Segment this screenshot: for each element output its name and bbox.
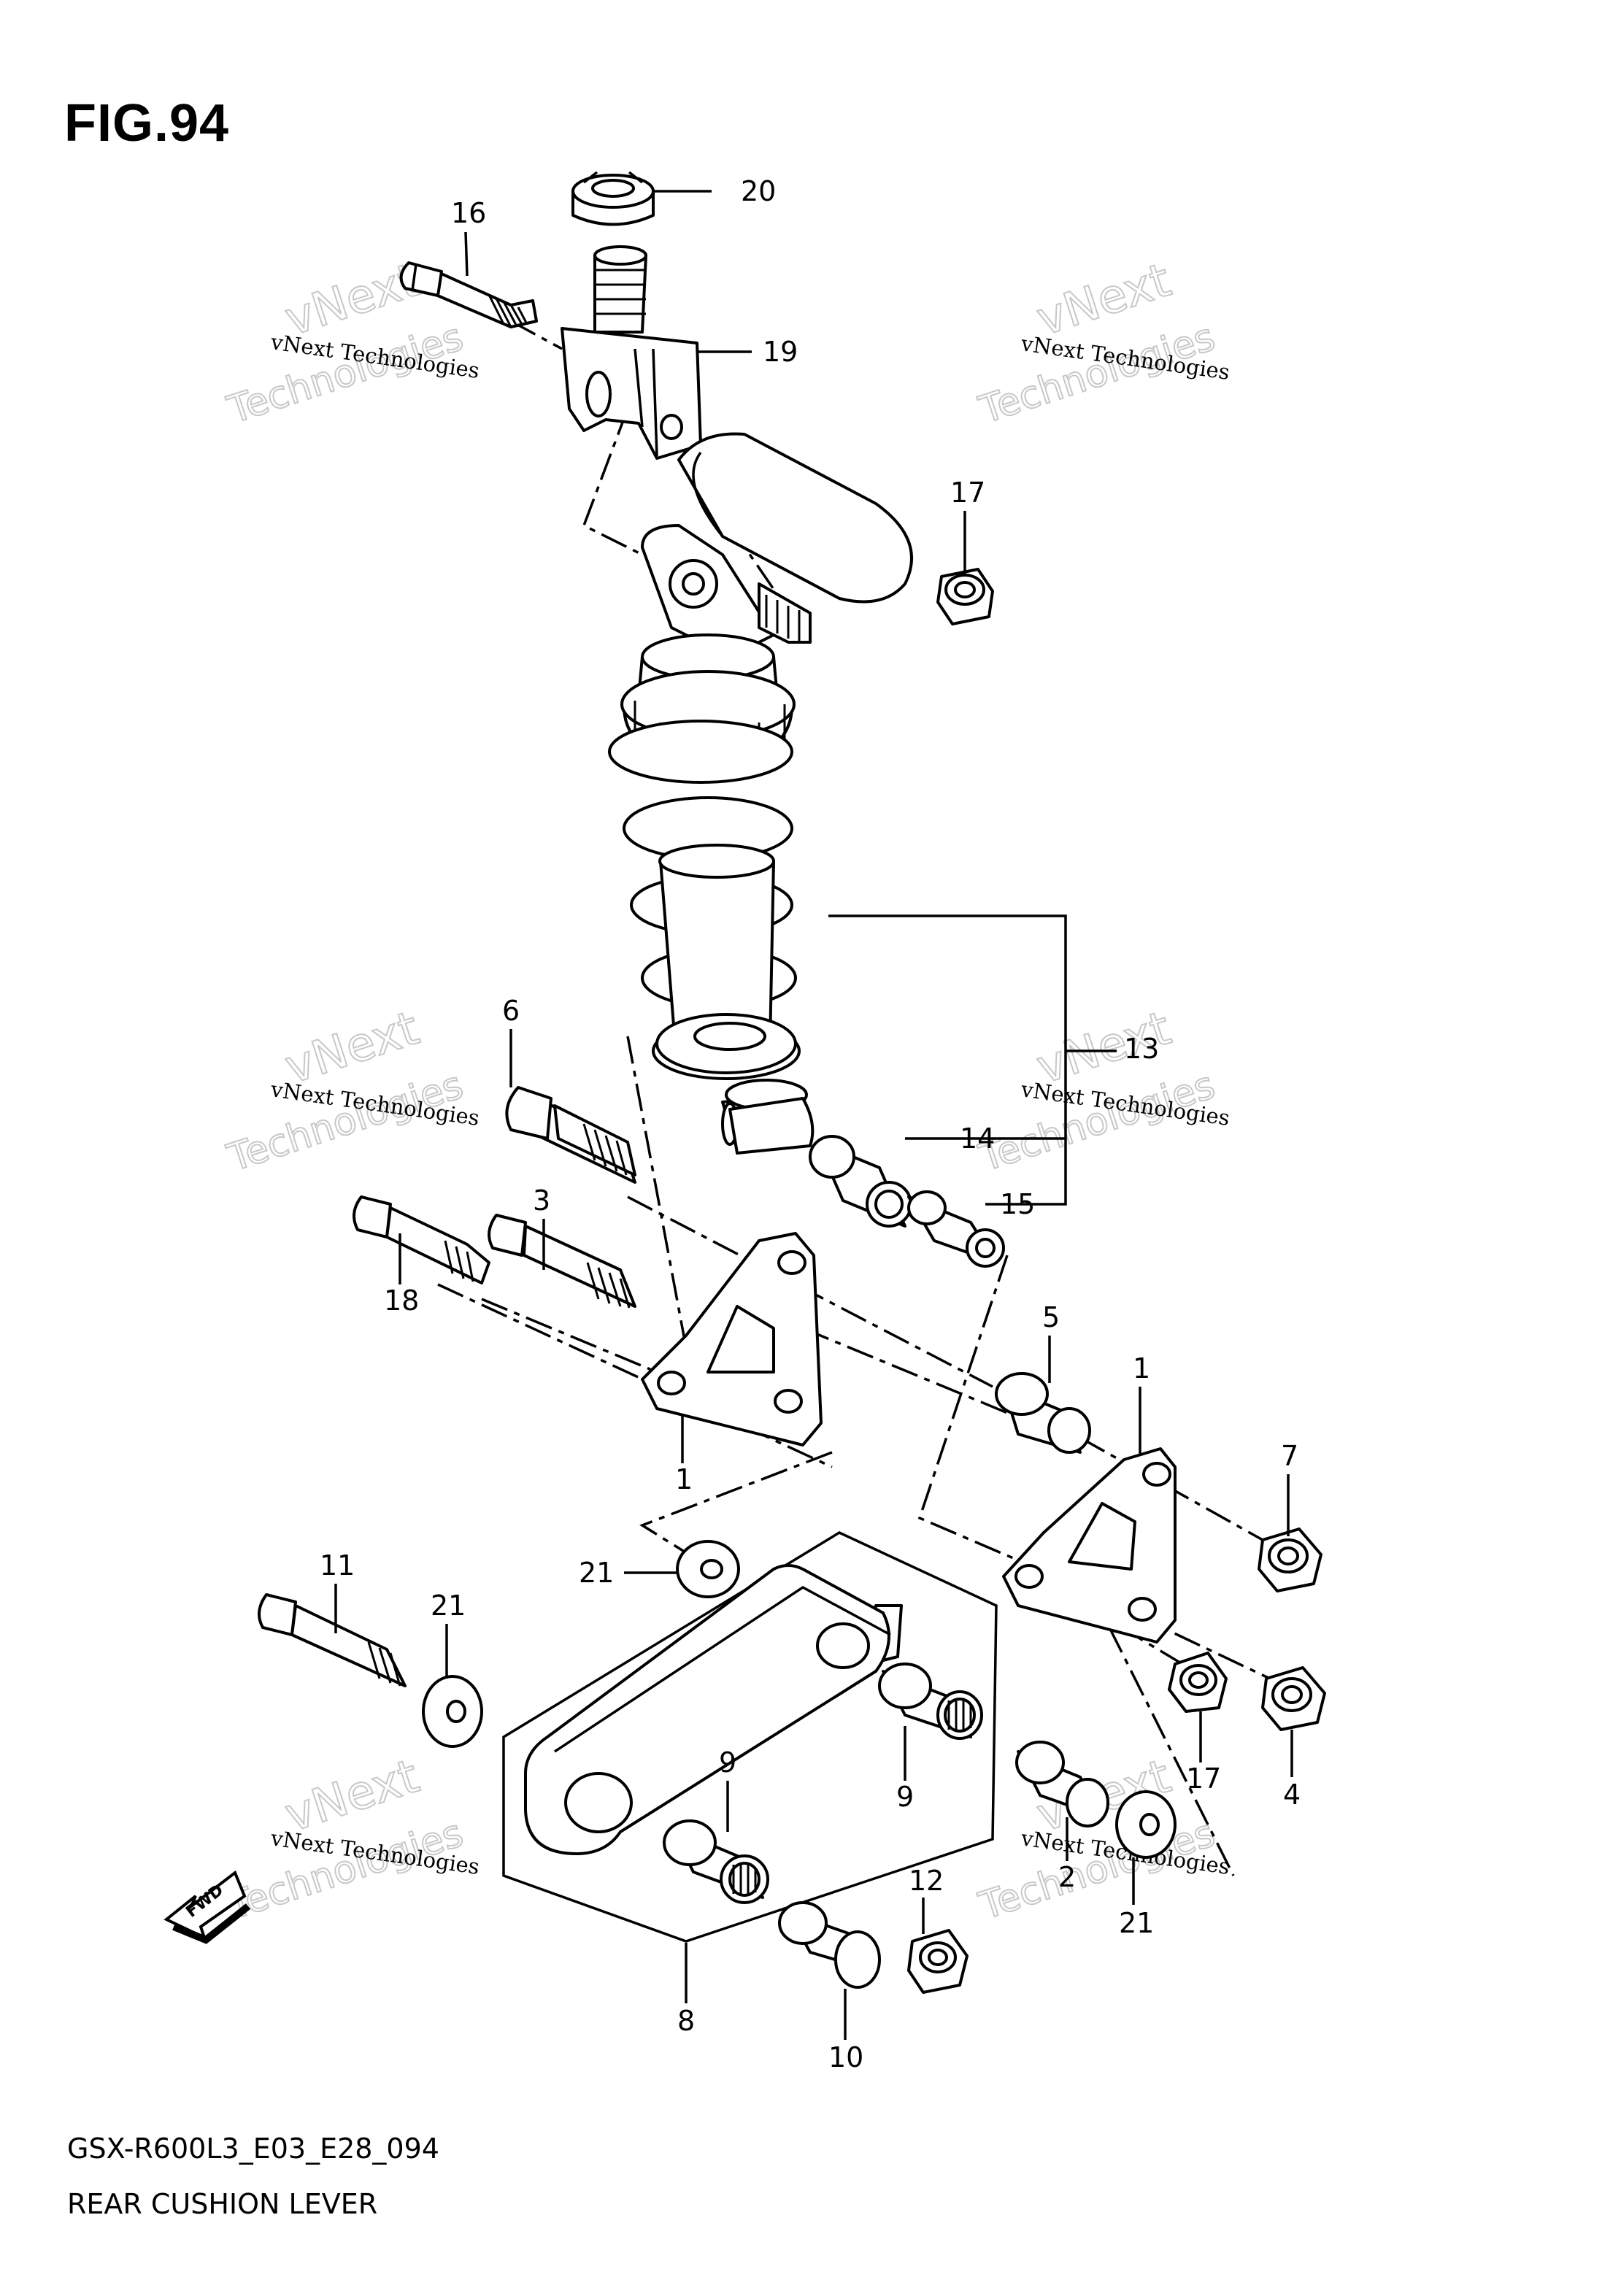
part-10-collar bbox=[778, 1901, 881, 1989]
callout-16: 16 bbox=[451, 197, 486, 229]
part-20-cap bbox=[571, 171, 655, 226]
callout-9-left: 9 bbox=[719, 1746, 736, 1779]
part-21-washer-right bbox=[1115, 1790, 1177, 1859]
callout-9-right: 9 bbox=[896, 1781, 914, 1813]
callout-2: 2 bbox=[1058, 1861, 1076, 1893]
part-14-collar bbox=[809, 1135, 912, 1228]
callout-19: 19 bbox=[763, 336, 798, 368]
callout-1-right: 1 bbox=[1133, 1352, 1150, 1384]
diagram-name: REAR CUSHION LEVER bbox=[67, 2188, 378, 2220]
callout-17-lower: 17 bbox=[1186, 1763, 1221, 1795]
part-1-plate-left bbox=[641, 1232, 823, 1446]
part-19-bracket bbox=[561, 245, 702, 460]
watermark-mid-right: vNext Technologies vNext Technologies bbox=[974, 1001, 1232, 1182]
centerline-collar5 bbox=[802, 1327, 1015, 1417]
centerline-bracket bbox=[582, 408, 643, 556]
part-6-bolt bbox=[505, 1086, 636, 1184]
part-12-nut bbox=[907, 1929, 969, 1994]
centerline-bolt3 bbox=[481, 1298, 658, 1374]
part-9-bearing-upper bbox=[878, 1663, 983, 1740]
watermark-bottom-left: vNext Technologies vNext Technologies bbox=[222, 1749, 482, 1930]
part-15-collar bbox=[907, 1190, 1005, 1268]
callout-3: 3 bbox=[533, 1184, 550, 1217]
part-5-collar bbox=[995, 1372, 1091, 1454]
part-2-collar bbox=[1015, 1741, 1109, 1827]
callout-8: 8 bbox=[677, 2005, 695, 2037]
callout-15: 15 bbox=[1000, 1188, 1035, 1220]
figure-title: FIG.94 bbox=[64, 94, 230, 153]
part-18-bolt bbox=[353, 1195, 490, 1284]
centerline-right-plate bbox=[917, 1255, 1023, 1563]
callout-14: 14 bbox=[960, 1122, 995, 1155]
diagram-code: GSX-R600L3_E03_E28_094 bbox=[67, 2133, 439, 2165]
callout-21-left: 21 bbox=[431, 1590, 466, 1622]
callout-20: 20 bbox=[741, 175, 776, 207]
leader-lines bbox=[334, 190, 1293, 2040]
part-9-bearing-lower bbox=[663, 1819, 769, 1904]
part-8-cushion-rod bbox=[502, 1531, 998, 1943]
callout-4: 4 bbox=[1283, 1779, 1301, 1811]
part-21-washer-upper bbox=[676, 1540, 740, 1598]
callout-17-upper: 17 bbox=[950, 477, 985, 509]
part-21-washer-left bbox=[422, 1675, 483, 1748]
callout-11: 11 bbox=[320, 1549, 355, 1582]
leader-13 bbox=[828, 914, 1117, 1206]
callout-21-upper: 21 bbox=[579, 1557, 614, 1589]
part-13-shock-absorber bbox=[608, 432, 913, 1155]
part-16-bolt bbox=[399, 261, 538, 328]
watermark-top-right: vNext Technologies vNext Technologies bbox=[974, 253, 1232, 434]
part-3-bolt bbox=[488, 1214, 636, 1309]
callout-21-right: 21 bbox=[1119, 1907, 1154, 1939]
leader-16 bbox=[464, 231, 469, 277]
part-4-nut bbox=[1261, 1666, 1326, 1731]
callouts: 20 16 19 17 13 6 14 3 15 18 5 1 1 7 11 2… bbox=[320, 175, 1301, 2073]
callout-13: 13 bbox=[1124, 1033, 1159, 1065]
callout-18: 18 bbox=[384, 1284, 419, 1317]
part-7-nut bbox=[1258, 1528, 1322, 1592]
callout-1-left: 1 bbox=[675, 1463, 693, 1495]
watermark-mid-left: vNext Technologies vNext Technologies bbox=[222, 1001, 482, 1182]
centerline-washer21 bbox=[639, 1451, 833, 1563]
part-1-plate-right bbox=[1002, 1447, 1177, 1644]
part-11-bolt bbox=[258, 1593, 407, 1687]
centerline-lower-right bbox=[1108, 1627, 1235, 1876]
part-17-nut-lower bbox=[1168, 1652, 1228, 1713]
callout-12: 12 bbox=[909, 1865, 944, 1897]
callout-10: 10 bbox=[828, 2041, 863, 2073]
callout-6: 6 bbox=[502, 995, 520, 1027]
callout-5: 5 bbox=[1042, 1301, 1060, 1333]
part-17-nut-upper bbox=[936, 568, 994, 625]
callout-7: 7 bbox=[1281, 1440, 1298, 1472]
